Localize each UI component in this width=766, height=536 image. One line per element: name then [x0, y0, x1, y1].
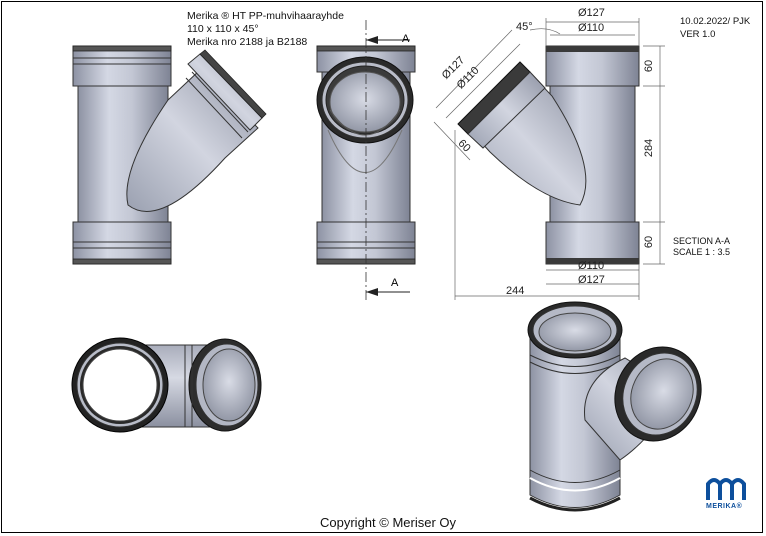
dim-width244: 244	[506, 285, 525, 297]
dim-angle: 45°	[516, 21, 533, 33]
revision-date: 10.02.2022/ PJK	[680, 16, 751, 27]
dim-len60-top: 60	[643, 59, 656, 73]
dim-d110-bottom: Ø110	[578, 260, 605, 272]
product-number: Merika nro 2188 ja B2188	[187, 36, 308, 48]
product-title: Merika ® HT PP-muhvihaarayhde	[187, 10, 344, 22]
front-view	[72, 45, 267, 265]
revision-version: VER 1.0	[680, 29, 716, 40]
merika-logo	[706, 478, 746, 500]
dim-len60-bottom: 60	[643, 235, 656, 249]
top-view	[71, 337, 262, 433]
isometric-view	[527, 301, 702, 512]
section-marker-top: A	[402, 33, 410, 45]
section-view	[433, 18, 665, 300]
section-label: SECTION A-A	[673, 236, 731, 246]
side-view	[316, 20, 416, 300]
dim-d127-top: Ø127	[578, 7, 605, 19]
section-scale: SCALE 1 : 3.5	[673, 247, 731, 257]
section-marker-bottom: A	[391, 277, 399, 289]
dim-len284: 284	[643, 138, 656, 158]
copyright-text: Copyright © Meriser Oy	[320, 515, 456, 530]
dim-d127-bottom: Ø127	[578, 274, 605, 286]
dim-d110-top: Ø110	[578, 22, 605, 34]
product-size: 110 x 110 x 45°	[187, 23, 259, 35]
logo-text: MERIKA®	[706, 503, 743, 510]
